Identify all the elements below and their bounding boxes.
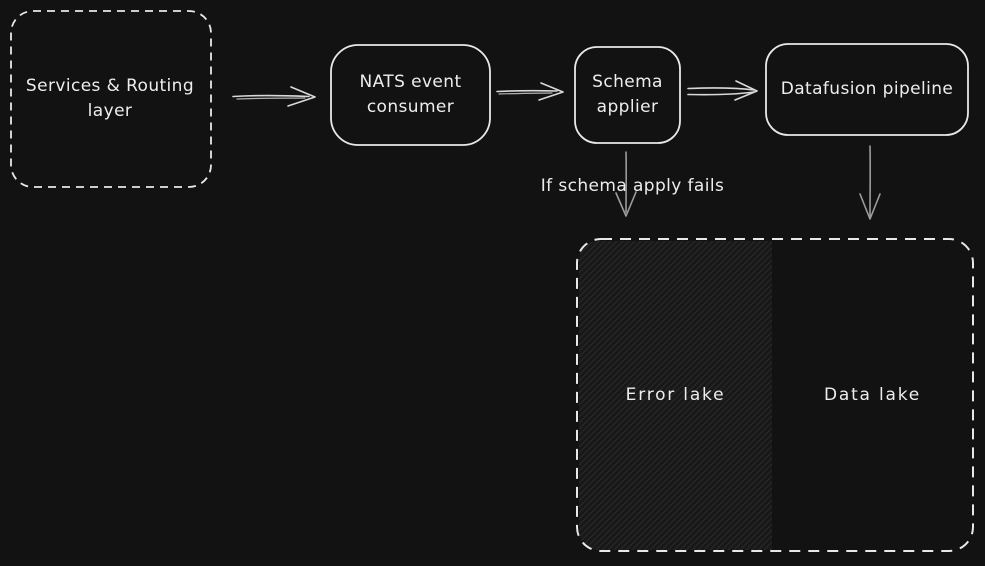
datafusion-pipeline-box[interactable] bbox=[765, 43, 969, 136]
arrow-head bbox=[734, 80, 758, 101]
error-lake-region[interactable] bbox=[579, 241, 772, 550]
services-routing-box[interactable] bbox=[10, 10, 212, 188]
arrow-shaft-echo bbox=[498, 92, 553, 95]
arrow-services-to-nats[interactable] bbox=[232, 86, 316, 107]
arrow-head bbox=[538, 82, 564, 101]
arrow-nats-to-schema[interactable] bbox=[496, 82, 564, 101]
schema-applier-box[interactable] bbox=[574, 46, 681, 144]
arrow-datafusion-to-data-lake[interactable] bbox=[859, 145, 881, 220]
arrow-shaft-lower bbox=[687, 91, 755, 96]
arrow-shaft bbox=[496, 89, 558, 93]
arrow-shaft bbox=[687, 87, 755, 91]
arrow-head bbox=[859, 193, 881, 220]
arrow-schema-to-error-lake[interactable] bbox=[615, 151, 637, 217]
arrow-schema-to-datafusion[interactable] bbox=[687, 80, 758, 101]
arrow-head bbox=[615, 191, 637, 217]
arrow-head bbox=[287, 86, 316, 107]
arrow-shaft bbox=[232, 94, 310, 98]
arrow-shaft-echo bbox=[236, 97, 306, 100]
lakes-container-box[interactable] bbox=[576, 238, 974, 552]
nats-consumer-box[interactable] bbox=[330, 44, 491, 146]
